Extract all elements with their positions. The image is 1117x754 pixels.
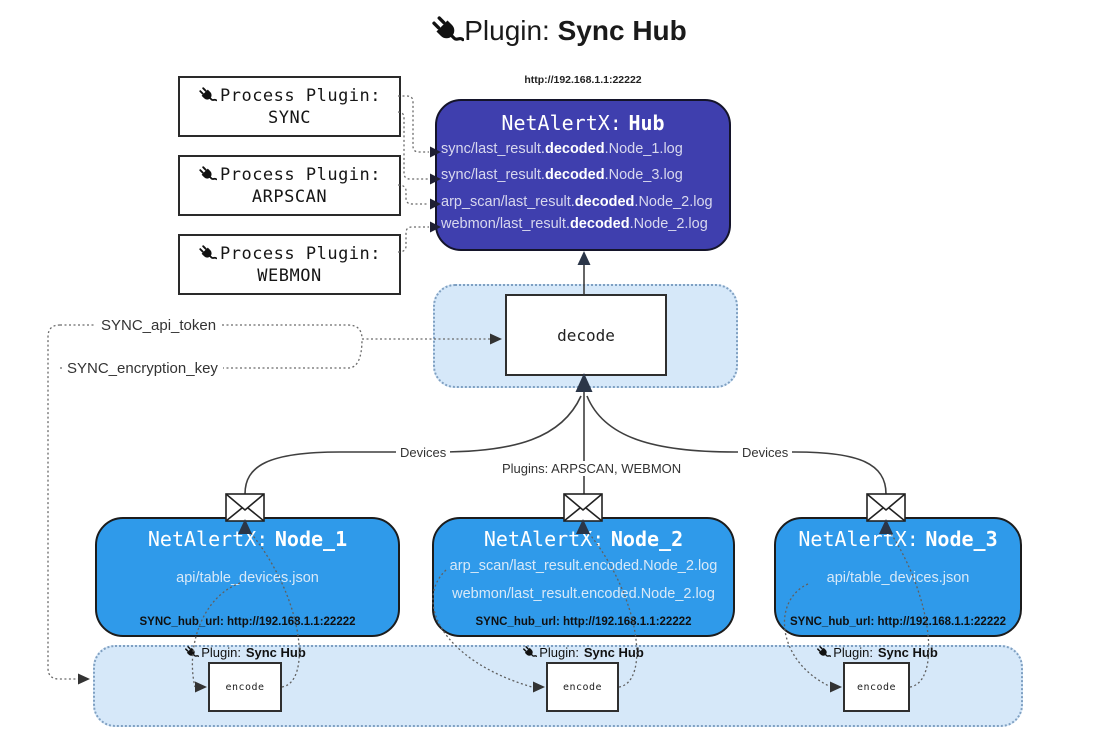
hub-entry: sync/last_result.decoded.Node_1.log — [441, 141, 683, 157]
encoder-1-box: encode — [208, 662, 282, 712]
plug-icon — [184, 645, 199, 660]
process-plugin-label: Process Plugin: — [219, 164, 382, 185]
decode-box: decode — [505, 294, 667, 376]
encoder-3-label: Plugin:Sync Hub — [787, 645, 967, 660]
sync-encryption-key-label: SYNC_encryption_key — [62, 360, 223, 377]
devices-right-label: Devices — [738, 445, 793, 460]
plug-icon — [198, 86, 217, 105]
devices-left-label: Devices — [396, 445, 451, 460]
plugin-to-hub-connectors — [397, 95, 429, 253]
hub-entry: sync/last_result.decoded.Node_3.log — [441, 167, 683, 183]
node-1-box — [95, 517, 400, 637]
process-plugin-box-sync: Process Plugin: SYNC — [178, 76, 401, 137]
node-1-title: NetAlertX:Node_1 — [147, 527, 348, 551]
plug-icon — [816, 645, 831, 660]
plug-icon — [198, 244, 217, 263]
node-3-hub-url: SYNC_hub_url: http://192.168.1.1:22222 — [789, 616, 1007, 628]
hub-title: NetAlertX:Hub — [501, 111, 665, 135]
plug-icon — [430, 14, 464, 48]
process-plugin-label: Process Plugin: — [219, 85, 382, 106]
node-2-file: arp_scan/last_result.encoded.Node_2.log — [449, 558, 718, 574]
node-3-title: NetAlertX:Node_3 — [798, 527, 998, 551]
title-prefix: Plugin: — [464, 15, 550, 46]
node-3-file: api/table_devices.json — [826, 570, 970, 586]
plugins-center-label: Plugins: ARPSCAN, WEBMON — [498, 461, 686, 476]
plug-icon — [522, 645, 537, 660]
process-plugin-label: Process Plugin: — [219, 243, 382, 264]
plug-icon — [198, 165, 217, 184]
node-2-hub-url: SYNC_hub_url: http://192.168.1.1:22222 — [475, 616, 692, 628]
process-plugin-name: WEBMON — [257, 265, 322, 286]
process-plugin-name: SYNC — [268, 107, 311, 128]
encoder-3-box: encode — [843, 662, 910, 712]
process-plugin-box-arpscan: Process Plugin: ARPSCAN — [178, 155, 401, 216]
node-2-file: webmon/last_result.encoded.Node_2.log — [452, 586, 715, 602]
title-name: Sync Hub — [557, 15, 687, 46]
panel-in-arrowhead — [78, 673, 90, 685]
encoder-1-label: Plugin:Sync Hub — [155, 645, 335, 660]
hub-box — [435, 99, 731, 251]
hub-in-arrowhead — [577, 251, 591, 265]
node-2-title: NetAlertX:Node_2 — [483, 527, 684, 551]
process-plugin-name: ARPSCAN — [251, 186, 328, 207]
hub-entry: webmon/last_result.decoded.Node_2.log — [441, 216, 708, 232]
sync-api-token-label: SYNC_api_token — [96, 317, 222, 334]
node-1-file: api/table_devices.json — [176, 570, 319, 586]
hub-url-label: http://192.168.1.1:22222 — [524, 74, 642, 86]
node-1-hub-url: SYNC_hub_url: http://192.168.1.1:22222 — [139, 616, 356, 628]
node-to-decode-curves — [244, 391, 887, 495]
process-plugin-box-webmon: Process Plugin: WEBMON — [178, 234, 401, 295]
page-title: Plugin: Sync Hub — [0, 14, 1117, 48]
encoder-2-box: encode — [546, 662, 619, 712]
hub-entry: arp_scan/last_result.decoded.Node_2.log — [441, 194, 713, 210]
encoder-2-label: Plugin:Sync Hub — [493, 645, 673, 660]
